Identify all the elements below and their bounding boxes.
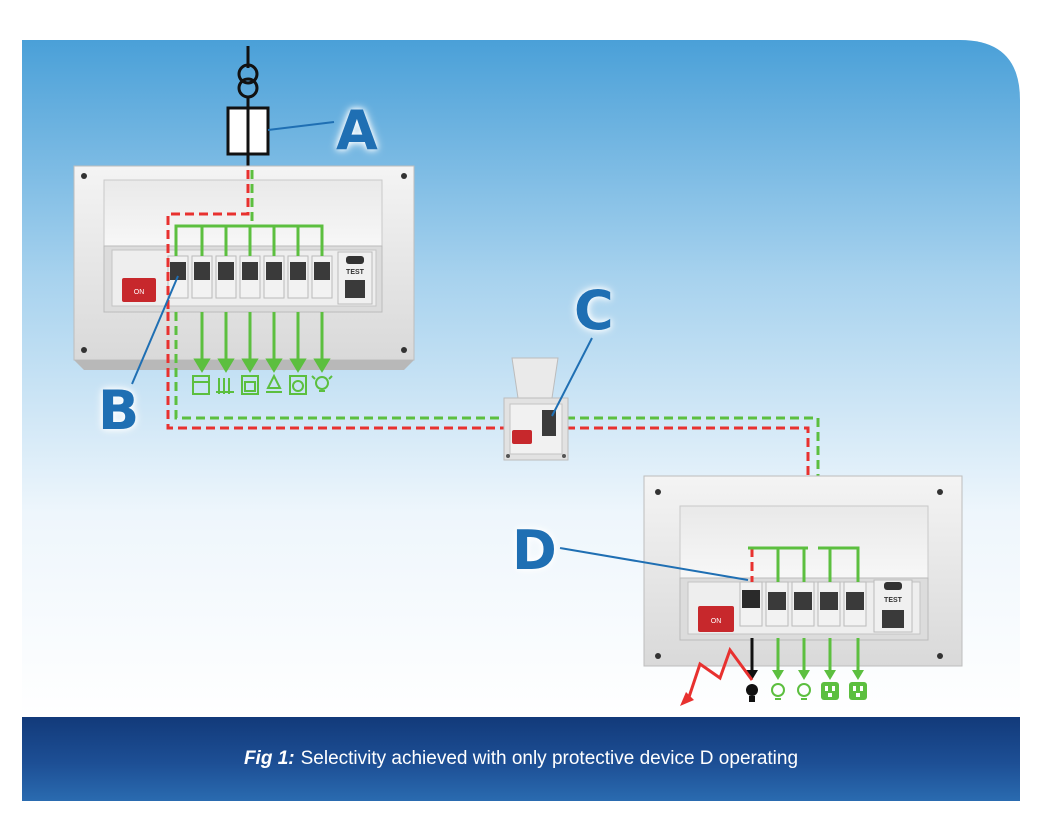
breaker[interactable] <box>817 581 841 627</box>
socket-icon <box>849 682 867 700</box>
socket-icon <box>821 682 839 700</box>
label-c: C <box>574 279 614 342</box>
device-c-breaker[interactable] <box>542 410 556 436</box>
breaker[interactable] <box>287 255 309 299</box>
device-c-enclosure <box>503 357 569 461</box>
lightbulb-dark-icon <box>746 684 758 702</box>
main-board-breakers <box>167 255 333 299</box>
sub-board-load-arrows <box>746 638 864 680</box>
leader-line-a <box>267 121 335 131</box>
breaker[interactable] <box>215 255 237 299</box>
main-board-load-arrows <box>193 312 331 373</box>
breaker[interactable] <box>843 581 867 627</box>
lightbulb-icon <box>797 683 811 700</box>
main-consumer-unit: ON TEST <box>73 165 415 370</box>
breaker[interactable] <box>263 255 285 299</box>
breaker-d[interactable] <box>739 581 763 627</box>
radiator-icon <box>216 378 234 394</box>
label-a: A <box>336 99 378 162</box>
figure-number: Fig 1: <box>243 748 295 769</box>
rcd-test-unit[interactable]: TEST <box>337 251 373 305</box>
breaker[interactable] <box>191 255 213 299</box>
device-c-switch[interactable] <box>512 430 532 444</box>
figure-caption-text: Selectivity achieved with only protectiv… <box>300 748 799 769</box>
svg-text:ON: ON <box>134 289 145 296</box>
breaker[interactable] <box>239 255 261 299</box>
breaker[interactable] <box>311 255 333 299</box>
breaker[interactable] <box>765 581 789 627</box>
oven-icon <box>241 375 259 395</box>
main-switch[interactable] <box>122 278 156 302</box>
svg-text:TEST: TEST <box>884 597 903 604</box>
extractor-hood-icon <box>266 373 282 393</box>
svg-text:TEST: TEST <box>346 269 365 276</box>
sub-main-switch[interactable] <box>698 606 734 632</box>
sub-board-loads <box>746 682 867 702</box>
leader-line-b <box>131 275 179 385</box>
label-b: B <box>98 379 140 442</box>
breaker[interactable] <box>791 581 815 627</box>
sub-rcd-test-unit[interactable]: TEST <box>873 579 913 633</box>
fault-lightning-icon <box>680 646 754 706</box>
leader-line-d <box>559 547 749 581</box>
label-d: D <box>512 519 557 582</box>
figure-caption: Fig 1:Selectivity achieved with only pro… <box>244 748 798 770</box>
lightbulb-icon <box>771 683 785 700</box>
main-board-loads <box>192 373 333 395</box>
sub-consumer-unit: ON TEST <box>643 475 963 667</box>
sub-board-wiring <box>748 546 860 582</box>
washing-machine-icon <box>289 375 307 395</box>
leader-line-c <box>551 337 593 417</box>
svg-text:ON: ON <box>711 618 722 625</box>
main-board-wiring <box>166 170 324 312</box>
caption-bar: Fig 1:Selectivity achieved with only pro… <box>22 717 1020 801</box>
cooker-icon <box>192 375 210 395</box>
lightbulb-icon <box>311 375 333 392</box>
